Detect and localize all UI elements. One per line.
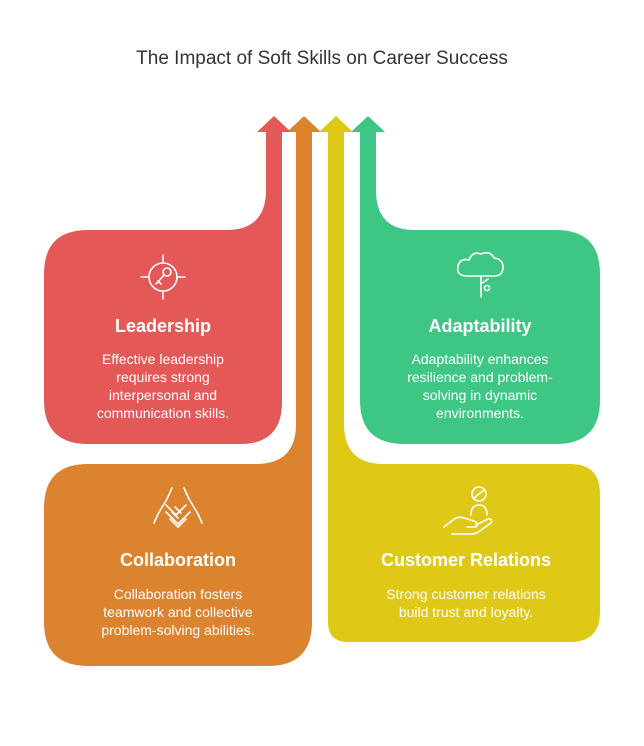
customer-relations-description: Strong customer relations build trust an…: [332, 585, 600, 621]
adaptability-desc-line: solving in dynamic: [422, 387, 538, 403]
tree-icon: [456, 251, 504, 298]
adaptability-desc-line: Adaptability enhances: [411, 351, 549, 367]
leadership-shape: [44, 116, 291, 444]
collaboration-desc-line: teamwork and collective: [103, 604, 253, 620]
target-key-icon: [140, 254, 186, 300]
adaptability-shape: [351, 116, 600, 444]
adaptability-title: Adaptability: [428, 316, 532, 336]
collaboration-shape: [44, 116, 321, 666]
customer-relations-desc-line: build trust and loyalty.: [398, 604, 534, 620]
diagram-title: The Impact of Soft Skills on Career Succ…: [136, 48, 508, 69]
handshake-icon: [153, 487, 203, 528]
leadership-title: Leadership: [114, 316, 212, 336]
collaboration-description: Collaboration fosters teamwork and colle…: [44, 585, 312, 639]
leadership-desc-line: communication skills.: [96, 405, 230, 421]
customer-relations-shape: [319, 116, 600, 642]
collaboration-desc-line: Collaboration fosters: [113, 586, 243, 602]
leadership-description: Effective leadership requires strong int…: [44, 350, 282, 422]
customer-relations-title: Customer Relations: [380, 550, 552, 570]
customer-relations-desc-line: Strong customer relations: [386, 586, 546, 602]
collaboration-title: Collaboration: [120, 550, 236, 570]
leadership-desc-line: Effective leadership: [102, 351, 224, 367]
adaptability-desc-line: resilience and problem-: [407, 369, 553, 385]
leadership-desc-line: interpersonal and: [108, 387, 218, 403]
leadership-desc-line: requires strong: [116, 369, 210, 385]
hand-person-icon: [443, 486, 493, 535]
adaptability-description: Adaptability enhances resilience and pro…: [360, 350, 600, 422]
collaboration-desc-line: problem-solving abilities.: [101, 622, 255, 638]
adaptability-desc-line: environments.: [436, 405, 524, 421]
